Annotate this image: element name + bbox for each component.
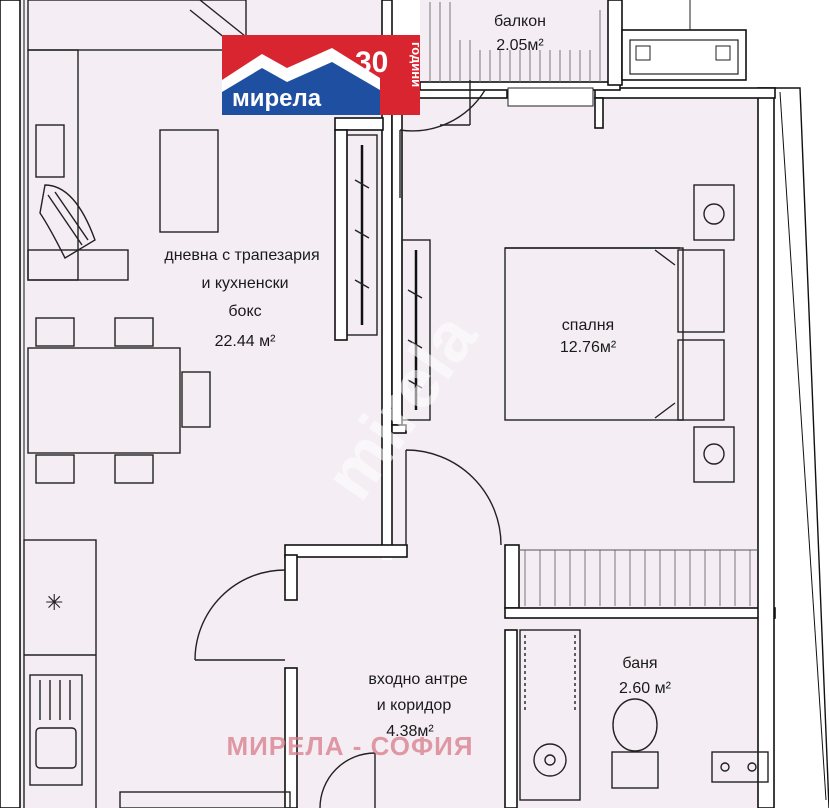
bedroom-name: спалня — [562, 317, 614, 334]
wardrobes — [346, 134, 431, 421]
room-labels: балкон 2.05м² дневна с трапезария и кухн… — [164, 13, 671, 740]
hall-label-line1: входно антре — [368, 671, 467, 688]
living-area: 22.44 м² — [215, 333, 276, 350]
hall-label-line2: и коридор — [377, 697, 452, 714]
bathroom-fixtures — [519, 629, 769, 801]
doors — [194, 80, 502, 808]
bedroom-radiator — [519, 549, 758, 606]
logo-brand: мирела — [232, 85, 322, 112]
living-label-line1: дневна с трапезария — [164, 247, 319, 264]
living-label-line2: и кухненски — [201, 275, 288, 292]
watermark-text: МИРЕЛА - СОФИЯ — [226, 731, 473, 761]
living-furniture: ✳ — [23, 0, 291, 808]
logo-years: 30 — [355, 46, 388, 79]
balcony-name: балкон — [494, 13, 546, 30]
balcony-hatch — [429, 0, 739, 82]
bathroom-name: баня — [622, 655, 657, 672]
hall-area: 4.38м² — [386, 723, 434, 740]
balcony-area: 2.05м² — [496, 37, 544, 54]
hob-symbol: ✳ — [45, 590, 63, 615]
bedroom-furniture — [504, 184, 735, 483]
logo-years-word: години — [409, 42, 424, 87]
bedroom-area: 12.76м² — [560, 339, 617, 356]
living-label-line3: бокс — [228, 303, 261, 320]
mirela-logo: мирела 30 години — [222, 35, 424, 115]
bathroom-area: 2.60 м² — [619, 680, 672, 697]
